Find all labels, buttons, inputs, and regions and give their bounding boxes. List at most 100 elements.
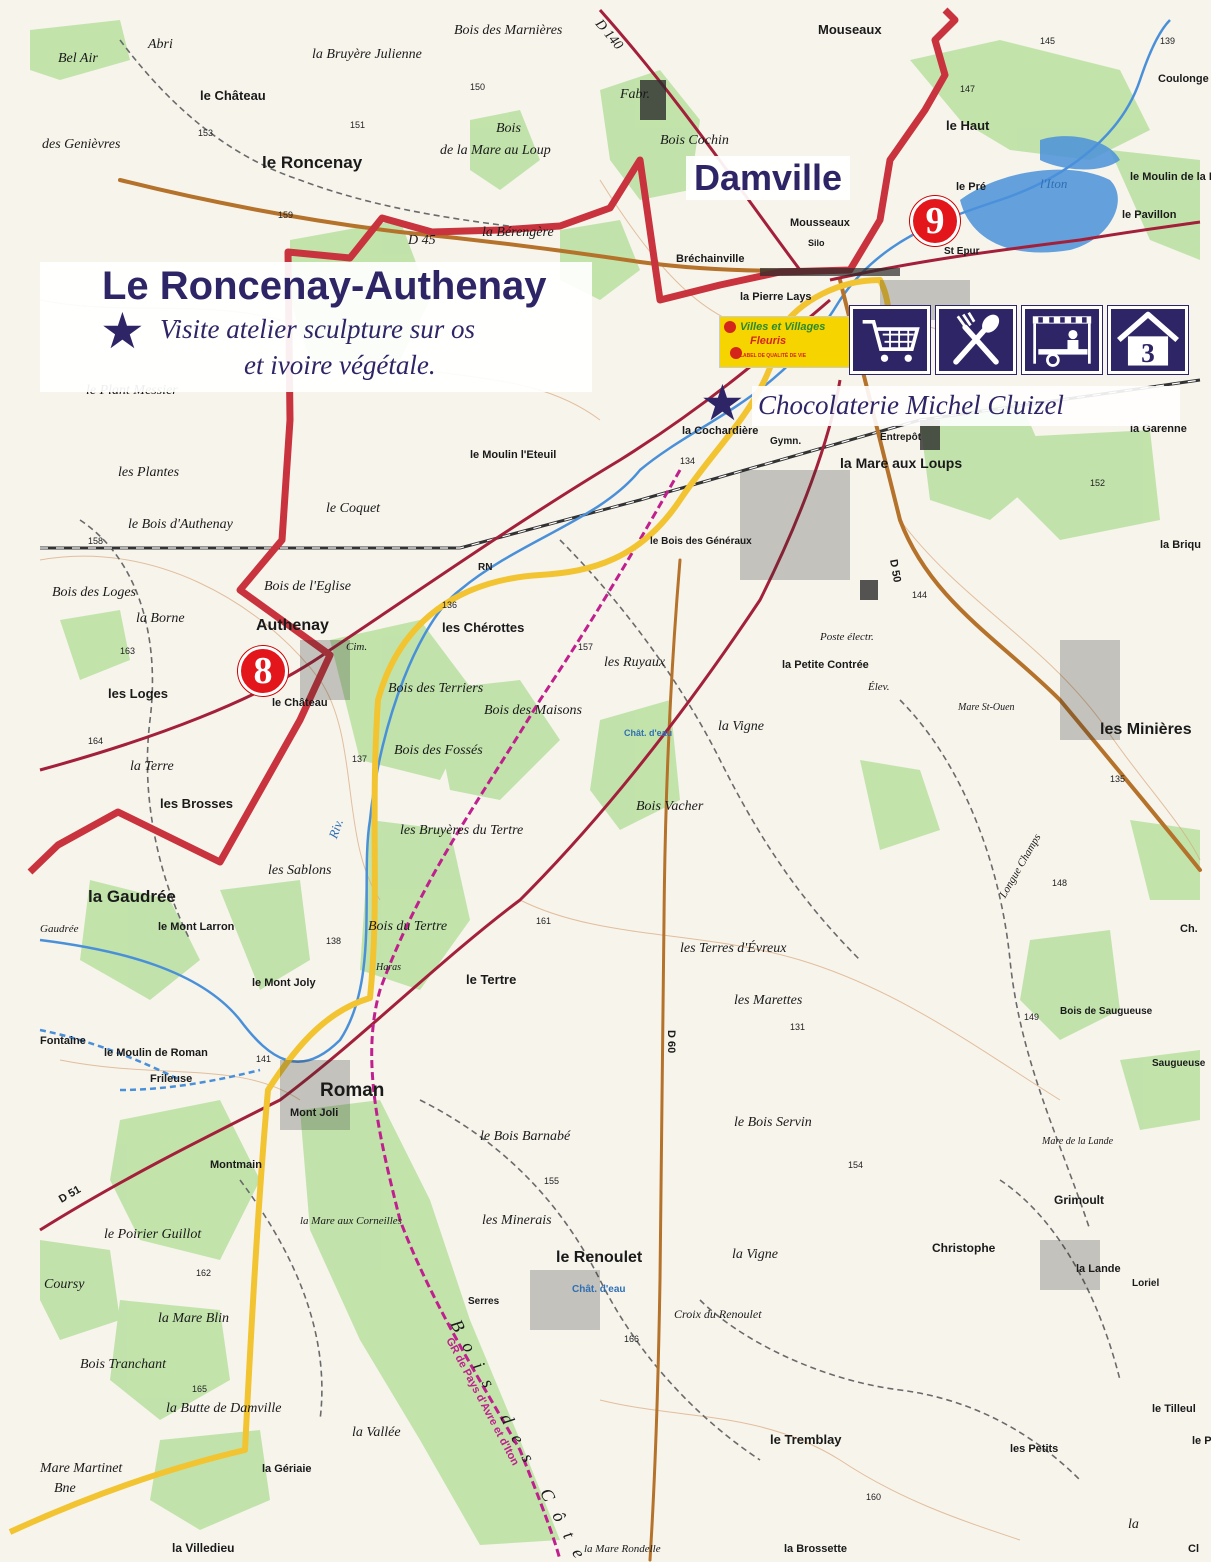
place-label: la Butte de Damville	[166, 1401, 281, 1416]
place-label: le Roncenay	[262, 153, 363, 172]
badge-line2: Fleuris	[750, 335, 787, 347]
place-label: les Petits	[1010, 1443, 1058, 1455]
place-label: Croix du Renoulet	[674, 1307, 762, 1321]
place-label: Bois	[496, 121, 521, 136]
stage-marker-9[interactable]: 9	[910, 196, 960, 246]
minor-roads	[79, 39, 1121, 1481]
place-label: Grimoult	[1054, 1193, 1104, 1207]
altitude-label: 134	[680, 456, 695, 466]
star-icon: ★	[700, 374, 745, 432]
place-label: Mare de la Lande	[1041, 1136, 1114, 1147]
place-label: la Borne	[136, 611, 185, 626]
town-title-roncenay-authenay: Le Roncenay-Authenay	[40, 262, 592, 310]
note-sculpture-line2: et ivoire végétale.	[244, 350, 436, 380]
place-label: les Marettes	[734, 993, 803, 1008]
note-sculpture-line1: Visite atelier sculpture sur os	[160, 314, 475, 344]
red-route-main	[27, 7, 959, 875]
place-label: Loriel	[1132, 1278, 1159, 1289]
stage-marker-8[interactable]: 8	[238, 646, 288, 696]
place-label: Silo	[808, 238, 825, 248]
altitude-label: 147	[960, 84, 975, 94]
place-label: la Briqu	[1160, 539, 1201, 551]
place-label: les Minières	[1100, 721, 1192, 738]
altitude-label: 154	[848, 1160, 863, 1170]
altitude-label: 144	[912, 590, 927, 600]
place-label: la Lande	[1076, 1263, 1121, 1275]
place-label: la Vallée	[352, 1425, 401, 1440]
place-label: Bois de Saugueuse	[1060, 1006, 1153, 1017]
altitude-label: 136	[442, 600, 457, 610]
place-label: Mouseaux	[818, 22, 882, 37]
note-background	[40, 310, 592, 392]
place-label: la	[1128, 1517, 1139, 1532]
altitude-label: 148	[1052, 878, 1067, 888]
place-label: D 50	[887, 558, 903, 583]
lodging-house-icon: 3	[1107, 305, 1189, 375]
altitude-label: 152	[1090, 478, 1105, 488]
place-label: Gymn.	[770, 436, 801, 447]
place-label: Cl	[1188, 1543, 1199, 1555]
place-label: Riv.	[325, 817, 346, 841]
place-label: Bne	[54, 1481, 76, 1496]
place-label: la Villedieu	[172, 1541, 234, 1555]
place-label: des Genièvres	[42, 137, 121, 152]
place-label: le Poirier Guillot	[104, 1227, 202, 1242]
place-label: Fabr.	[619, 87, 650, 102]
place-label: Bois des Fossés	[394, 743, 483, 758]
altitude-label: 135	[1110, 774, 1125, 784]
place-label: le Château	[200, 88, 266, 103]
altitude-label: 159	[278, 210, 293, 220]
altitude-label: 153	[198, 128, 213, 138]
place-label: le Mont Joly	[252, 977, 316, 989]
place-label: RN	[478, 562, 492, 573]
place-label: Serres	[468, 1296, 500, 1307]
place-label: les Brosses	[160, 796, 233, 811]
place-label: St Epur	[944, 246, 980, 257]
flower-icon	[730, 347, 742, 359]
place-label: D 60	[665, 1030, 677, 1053]
place-label: Gaudrée	[40, 923, 79, 935]
altitude-label: 131	[790, 1022, 805, 1032]
place-label: Abri	[147, 37, 173, 52]
place-label: D 45	[407, 233, 436, 248]
place-label: Mare Martinet	[39, 1461, 123, 1476]
place-label: le Bois Barnabé	[480, 1129, 571, 1144]
place-label: la Mare aux Loups	[840, 455, 962, 471]
place-label: Élev.	[867, 681, 889, 693]
place-label: Haras	[375, 962, 401, 973]
place-label: le Bois Servin	[734, 1115, 812, 1130]
place-label: le P	[1192, 1435, 1211, 1447]
place-label: la Mare aux Corneilles	[300, 1215, 402, 1227]
place-label: le Bois d'Authenay	[128, 517, 234, 532]
lake	[960, 169, 1118, 253]
place-label: Bois du Tertre	[368, 919, 447, 934]
altitude-label: 162	[196, 1268, 211, 1278]
place-label: le Pavillon	[1122, 209, 1177, 221]
place-label: Saugueuse	[1152, 1058, 1206, 1069]
place-label: les Sablons	[268, 863, 332, 878]
national-roads	[39, 9, 1201, 1232]
place-label: l'Iton	[1040, 176, 1067, 191]
place-label: Bois des Maisons	[484, 703, 583, 718]
place-label: la Vigne	[718, 719, 764, 734]
village-buildings	[280, 80, 1120, 1330]
shopping-cart-icon	[849, 305, 931, 375]
place-label: Poste électr.	[819, 631, 874, 643]
place-label: Authenay	[256, 617, 329, 634]
altitude-label: 137	[352, 754, 367, 764]
villes-villages-fleuris-badge: Villes et Villages Fleuris LABEL DE QUAL…	[719, 316, 859, 368]
place-label: Mare St-Ouen	[957, 702, 1015, 713]
place-label: le Moulin de Roman	[104, 1047, 208, 1059]
place-label: Bois des Marnières	[454, 23, 563, 38]
place-label: la Gériaie	[262, 1463, 312, 1475]
altitude-label: 155	[544, 1176, 559, 1186]
altitude-label: 160	[866, 1492, 881, 1502]
pond	[1040, 136, 1120, 170]
place-label: le Haut	[946, 118, 990, 133]
altitude-label: 138	[326, 936, 341, 946]
place-label: la Vigne	[732, 1247, 778, 1262]
star-icon: ★	[100, 302, 145, 360]
place-label: le Pré	[956, 181, 986, 193]
altitude-label: 150	[470, 82, 485, 92]
